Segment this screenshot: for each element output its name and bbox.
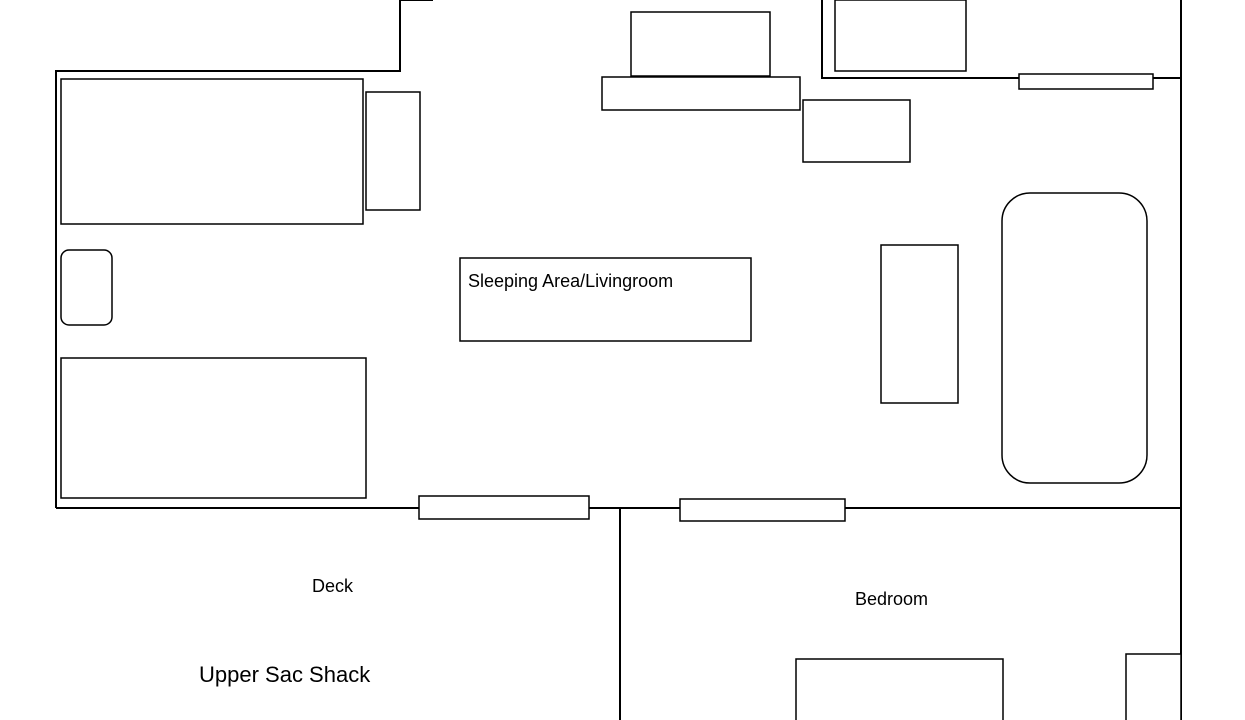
label-sleeping-area: Sleeping Area/Livingroom xyxy=(468,271,673,291)
nightstand-upper xyxy=(365,91,421,211)
tv-stand xyxy=(601,76,801,111)
tv-screen xyxy=(630,11,771,77)
sofa xyxy=(1001,192,1148,484)
dresser-bedroom xyxy=(1125,653,1182,720)
window-top-right xyxy=(1018,73,1154,90)
label-deck: Deck xyxy=(312,576,354,596)
plan-title: Upper Sac Shack xyxy=(199,662,371,687)
windows xyxy=(418,73,1154,522)
coffee-table xyxy=(459,257,752,342)
ottoman xyxy=(880,244,959,404)
side-table-right xyxy=(802,99,911,163)
furniture xyxy=(60,0,1182,720)
window-bottom-left xyxy=(418,495,590,520)
bed-bedroom xyxy=(795,658,1004,720)
label-bedroom: Bedroom xyxy=(855,589,928,609)
bed-lower-left xyxy=(60,357,367,499)
wall-top-left xyxy=(55,0,401,508)
room-labels: Sleeping Area/Livingroom Deck Bedroom Up… xyxy=(199,271,928,687)
bed-upper-left xyxy=(60,78,364,225)
cabinet-top-right xyxy=(834,0,967,72)
window-bottom-bedroom xyxy=(679,498,846,522)
small-table-left xyxy=(60,249,113,326)
walls xyxy=(55,0,1182,720)
